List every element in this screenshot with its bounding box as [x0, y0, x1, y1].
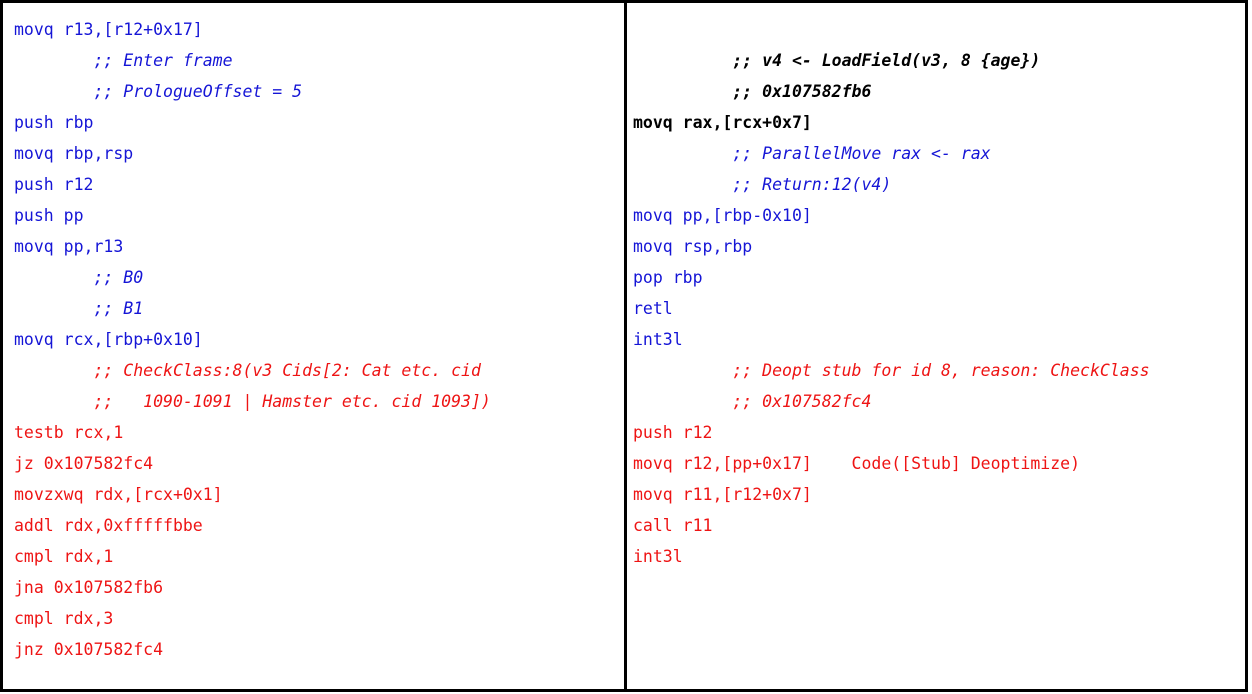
asm-line: ;; Enter frame [14, 51, 233, 70]
asm-line: movq r13,[r12+0x17] [14, 20, 203, 39]
asm-line: jna 0x107582fb6 [14, 578, 164, 597]
asm-line: ;; CheckClass:8(v3 Cids[2: Cat etc. cid [14, 361, 481, 380]
asm-line: push rbp [14, 113, 94, 132]
asm-line: movq rbp,rsp [14, 144, 134, 163]
asm-line: addl rdx,0xfffffbbe [14, 516, 203, 535]
asm-line: movq rcx,[rbp+0x10] [14, 330, 203, 349]
asm-line: movq pp,r13 [14, 237, 124, 256]
asm-line: retl [633, 299, 673, 318]
asm-line: ;; v4 <- LoadField(v3, 8 {age}) [633, 51, 1041, 70]
asm-line: movq r11,[r12+0x7] [633, 485, 812, 504]
asm-line: movq rax,[rcx+0x7] [633, 113, 812, 132]
asm-line: call r11 [633, 516, 713, 535]
asm-line: ;; PrologueOffset = 5 [14, 82, 303, 101]
asm-line: push r12 [14, 175, 94, 194]
asm-panel-loadfield-deopt: ;; v4 <- LoadField(v3, 8 {age}) ;; 0x107… [627, 3, 1245, 689]
asm-line: movq r12,[pp+0x17] Code([Stub] Deoptimiz… [633, 454, 1081, 473]
asm-line: ;; 0x107582fb6 [633, 82, 872, 101]
asm-line: ;; ParallelMove rax <- rax [633, 144, 991, 163]
asm-line: ;; B0 [14, 268, 144, 287]
asm-line: ;; Return:12(v4) [633, 175, 892, 194]
asm-line: int3l [633, 547, 683, 566]
asm-line: push pp [14, 206, 84, 225]
asm-line: push r12 [633, 423, 713, 442]
asm-panel-prologue-checkclass: movq r13,[r12+0x17] ;; Enter frame ;; Pr… [3, 3, 627, 689]
asm-line: ;; Deopt stub for id 8, reason: CheckCla… [633, 361, 1150, 380]
asm-line: ;; B1 [14, 299, 144, 318]
asm-line: cmpl rdx,1 [14, 547, 114, 566]
asm-line [633, 14, 1245, 45]
asm-line: ;; 0x107582fc4 [633, 392, 872, 411]
asm-line: jnz 0x107582fc4 [14, 640, 164, 659]
asm-line: ;; 1090-1091 | Hamster etc. cid 1093]) [14, 392, 491, 411]
asm-line: movq rsp,rbp [633, 237, 753, 256]
asm-line: movzxwq rdx,[rcx+0x1] [14, 485, 223, 504]
asm-line: movq pp,[rbp-0x10] [633, 206, 812, 225]
asm-line: testb rcx,1 [14, 423, 124, 442]
asm-line: int3l [633, 330, 683, 349]
asm-line: pop rbp [633, 268, 703, 287]
asm-line: cmpl rdx,3 [14, 609, 114, 628]
asm-line: jz 0x107582fc4 [14, 454, 154, 473]
